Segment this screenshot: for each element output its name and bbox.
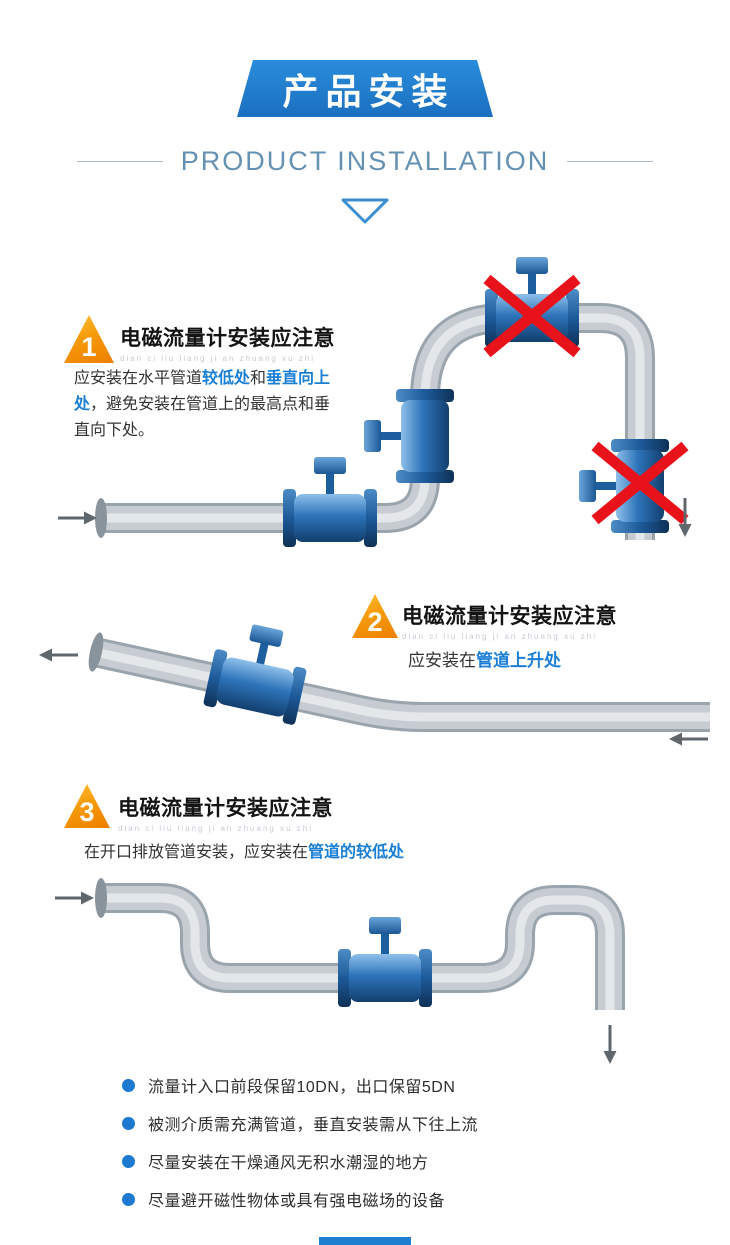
install-note-item: 流量计入口前段保留10DN，出口保留5DN (122, 1066, 478, 1104)
flow-meter-icon (579, 439, 669, 533)
bullet-dot-icon (122, 1078, 135, 1092)
desc-highlight: 管道的较低处 (308, 844, 405, 861)
flow-meter-icon (338, 917, 432, 1007)
chevron-down-icon (341, 198, 389, 224)
desc-highlight: 较低处 (202, 370, 251, 387)
section-1-pinyin: dian ci liu liang ji an zhuang xu zhi (120, 354, 315, 363)
section-2-pinyin: dian ci liu liang ji an zhuang xu zhi (402, 632, 597, 641)
pipe-end-cap (95, 498, 107, 538)
flow-meter-icon (202, 617, 315, 726)
bullet-dot-icon (122, 1154, 135, 1168)
subtitle-row: PRODUCT INSTALLATION (0, 146, 730, 177)
note-text: 被测介质需充满管道，垂直安装需从下往上流 (148, 1117, 479, 1134)
install-note-item: 尽量安装在干燥通风无积水潮湿的地方 (122, 1142, 478, 1180)
flow-meter-icon (283, 457, 377, 547)
install-notes-list: 流量计入口前段保留10DN，出口保留5DN 被测介质需充满管道，垂直安装需从下往… (122, 1066, 478, 1218)
pipe-end-cap (88, 632, 104, 672)
section-1-description: 应安装在水平管道较低处和垂直向上处，避免安装在管道上的最高点和垂直向下处。 (74, 366, 338, 444)
desc-text: 应安装在 (408, 651, 476, 670)
note-text: 流量计入口前段保留10DN，出口保留5DN (148, 1079, 456, 1096)
pipe-diagram-3 (53, 878, 625, 1066)
desc-text: ，避免安装在管道上的最高点和垂直向下处。 (74, 396, 331, 439)
banner-title: 产品安装 (282, 70, 455, 112)
section-3-description: 在开口排放管道安装，应安装在管道的较低处 (84, 840, 404, 866)
section-3-title: 电磁流量计安装应注意 (118, 797, 333, 820)
bullet-dot-icon (122, 1116, 135, 1130)
section-3-number-badge: 3 (64, 784, 110, 828)
flow-arrow-left-icon (667, 731, 710, 747)
section-1-header: 电磁流量计安装应注意 dian ci liu liang ji an zhuan… (120, 322, 335, 363)
note-text: 尽量安装在干燥通风无积水潮湿的地方 (148, 1155, 429, 1172)
section-2-description: 应安装在管道上升处 (408, 648, 561, 674)
pipe-diagram-1 (56, 257, 693, 547)
flow-arrow-down-icon (602, 1023, 618, 1066)
subtitle-line-left (76, 161, 163, 162)
section-3-number: 3 (79, 797, 95, 827)
section-2-number: 2 (367, 607, 383, 637)
desc-text: 应安装在水平管道 (74, 370, 203, 387)
section-2-title: 电磁流量计安装应注意 (402, 605, 617, 628)
pipe-end-cap (95, 878, 107, 918)
bullet-dot-icon (122, 1192, 135, 1206)
pipe-diagram-2 (37, 617, 710, 747)
section-1-title: 电磁流量计安装应注意 (120, 327, 335, 350)
section-3-pinyin: dian ci liu liang ji an zhuang xu zhi (118, 824, 313, 833)
note-text: 尽量避开磁性物体或具有强电磁场的设备 (148, 1193, 446, 1210)
flow-arrow-right-icon (56, 510, 99, 526)
desc-highlight: 管道上升处 (476, 651, 561, 670)
install-note-item: 尽量避开磁性物体或具有强电磁场的设备 (122, 1180, 478, 1218)
section-2-header: 电磁流量计安装应注意 dian ci liu liang ji an zhuan… (402, 600, 617, 641)
flow-meter-icon (485, 257, 579, 347)
subtitle-line-right (567, 161, 654, 162)
flow-arrow-right-icon (53, 890, 96, 906)
section-1-number: 1 (81, 332, 97, 362)
flow-arrow-left-icon (37, 647, 80, 663)
install-note-item: 被测介质需充满管道，垂直安装需从下往上流 (122, 1104, 478, 1142)
desc-text: 在开口排放管道安装，应安装在 (84, 844, 309, 861)
flow-meter-icon (364, 389, 454, 483)
section-3-header: 电磁流量计安装应注意 dian ci liu liang ji an zhuan… (118, 792, 333, 833)
next-banner-stub (319, 1237, 411, 1245)
banner-subtitle: PRODUCT INSTALLATION (180, 146, 550, 176)
banner-ribbon: 产品安装 (237, 60, 493, 117)
desc-highlight: 垂直向上处 (74, 370, 331, 413)
desc-text: 和 (250, 370, 267, 387)
